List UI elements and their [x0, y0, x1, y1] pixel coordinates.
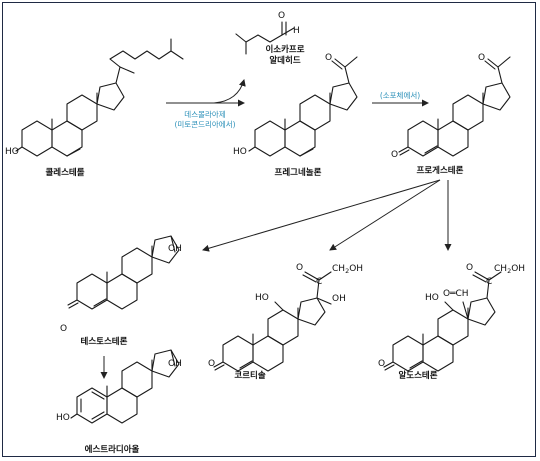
- estradiol-oh-label: OH: [168, 359, 182, 369]
- estradiol-structure: [70, 349, 180, 424]
- pregnenolone-structure: [248, 56, 358, 157]
- isocaproaldehyde-o-label: O: [278, 11, 285, 21]
- desmolase-label-line2: (미토콘드리아에서): [174, 119, 235, 129]
- aldosterone-11-ho-label: HO: [425, 293, 439, 303]
- aldosterone-keto-o-label: O: [466, 263, 473, 273]
- isocaproaldehyde-release-arrow: [213, 79, 246, 104]
- aldosterone-structure: [383, 271, 502, 372]
- isocaproaldehyde-label-line1: 이소카프로: [265, 44, 304, 55]
- desmolase-label-line1: 데스몰라아제: [184, 109, 225, 119]
- isocaproaldehyde-structure: [235, 21, 295, 55]
- progesterone-acetyl-o-label: O: [478, 53, 485, 63]
- aldosterone-ch2oh-label: CH2OH: [494, 264, 525, 275]
- aldosterone-aldehyde-label: O═CH: [443, 289, 469, 299]
- pregnenolone-o-label: O: [325, 53, 332, 63]
- cholesterol-structure: [15, 38, 184, 157]
- aldosterone-o-label: O: [378, 359, 385, 369]
- progesterone-to-cortisol-arrow: [329, 179, 441, 251]
- progesterone-o-label: O: [391, 150, 398, 160]
- cholesterol-label: 콜레스테롤: [45, 167, 84, 178]
- estradiol-label: 에스트라디아올: [85, 444, 140, 455]
- cholesterol-ho-label: HO: [5, 147, 19, 157]
- isocaproaldehyde-h-label: H: [293, 26, 300, 36]
- cortisol-17-oh-label: OH: [332, 294, 346, 304]
- cortisol-c-label: C: [316, 277, 322, 287]
- microsome-label: (소포체에서): [380, 90, 420, 100]
- cortisol-o-label: O: [208, 359, 215, 369]
- diagram-frame: [2, 2, 536, 457]
- testosterone-structure: [67, 235, 180, 310]
- cortisol-keto-o-label: O: [296, 263, 303, 273]
- progesterone-to-testosterone-arrow: [202, 179, 441, 252]
- estradiol-ho-label: HO: [56, 413, 70, 423]
- aldosterone-label: 알도스테론: [398, 370, 437, 381]
- pregnenolone-label: 프레그네놀론: [275, 167, 322, 178]
- isocaproaldehyde-label-line2: 알데히드: [269, 55, 300, 66]
- cortisol-ch2oh-label: CH2OH: [332, 264, 363, 275]
- cortisol-11-ho-label: HO: [255, 293, 269, 303]
- aldosterone-c-label: C: [486, 277, 492, 287]
- cortisol-structure: [213, 271, 332, 372]
- testosterone-oh-label: OH: [168, 244, 182, 254]
- testosterone-o-label: O: [60, 324, 67, 334]
- testosterone-label: 테스토스테론: [81, 336, 128, 347]
- progesterone-structure: [398, 56, 511, 157]
- pregnenolone-ho-label: HO: [233, 147, 247, 157]
- cortisol-label: 코르티솔: [234, 370, 265, 381]
- progesterone-label: 프로게스테론: [417, 165, 464, 176]
